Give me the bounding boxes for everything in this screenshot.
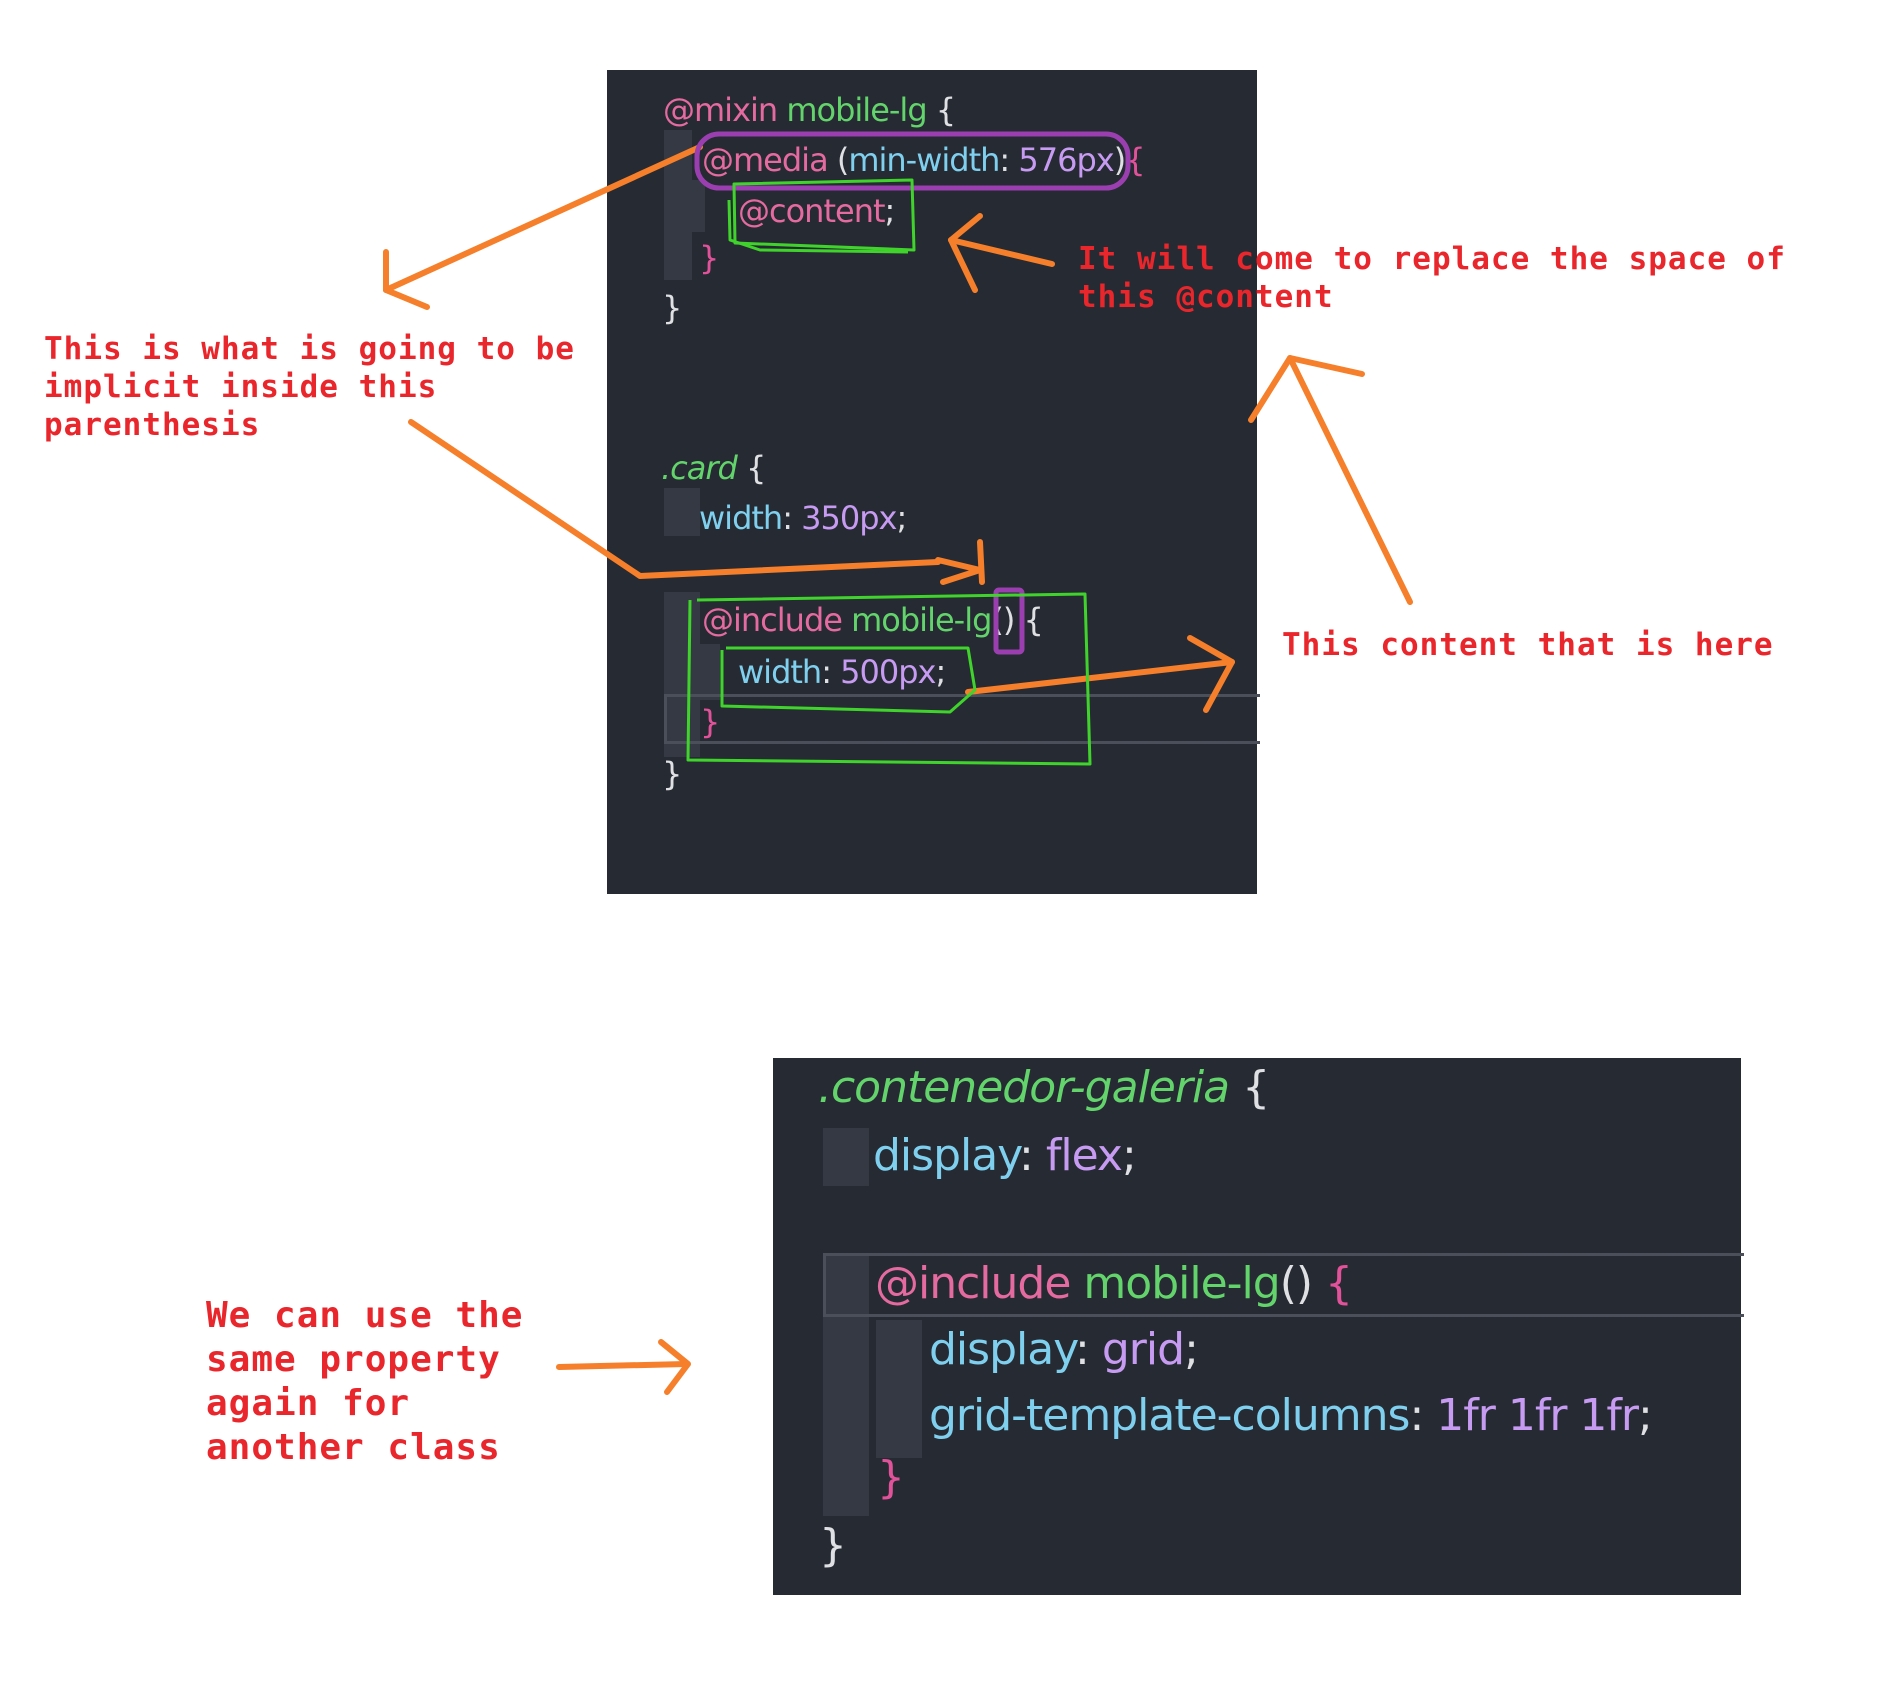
indent-guide bbox=[664, 488, 700, 536]
code-line-close-card: } bbox=[662, 755, 682, 793]
code-line-card: .card { bbox=[661, 449, 766, 487]
code-line-contenedor-galeria: .contenedor-galeria { bbox=[818, 1062, 1270, 1113]
note-reuse-property: We can use the same property again for a… bbox=[206, 1295, 524, 1468]
indent-guide bbox=[700, 644, 720, 700]
arrow-to-galeria bbox=[556, 1361, 689, 1370]
code-line-mixin: @mixin mobile-lg { bbox=[663, 91, 956, 129]
code-line-close-include: } bbox=[877, 1452, 905, 1503]
current-line-highlight bbox=[823, 1253, 1744, 1317]
current-line-highlight bbox=[664, 694, 1260, 744]
code-line-display-grid: display: grid; bbox=[929, 1324, 1199, 1375]
code-line-close-media: } bbox=[699, 239, 719, 277]
code-line-width-500: width: 500px; bbox=[738, 653, 946, 691]
note-implicit-parenthesis: This is what is going to be implicit ins… bbox=[44, 331, 575, 443]
code-line-media: @media (min-width: 576px){ bbox=[702, 141, 1146, 179]
code-line-close-include: } bbox=[700, 703, 720, 741]
code-screenshot-mixin: @mixin mobile-lg { @media (min-width: 57… bbox=[607, 70, 1260, 894]
code-line-display-flex: display: flex; bbox=[873, 1130, 1137, 1181]
arrow-head bbox=[383, 249, 430, 310]
indent-guide bbox=[823, 1128, 869, 1186]
arrow-head bbox=[1248, 355, 1365, 423]
code-line-content: @content; bbox=[738, 192, 895, 230]
code-line-include: @include mobile-lg() { bbox=[875, 1258, 1353, 1309]
note-replace-content: It will come to replace the space of thi… bbox=[1078, 241, 1786, 315]
code-line-width-350: width: 350px; bbox=[699, 499, 907, 537]
note-content-here: This content that is here bbox=[1282, 627, 1774, 663]
code-screenshot-galeria: .contenedor-galeria { display: flex; @in… bbox=[773, 1058, 1744, 1595]
code-line-include: @include mobile-lg() { bbox=[702, 601, 1044, 639]
indent-guide bbox=[876, 1320, 922, 1458]
code-line-grid-template-columns: grid-template-columns: 1fr 1fr 1fr; bbox=[929, 1390, 1653, 1441]
indent-guide bbox=[679, 180, 705, 232]
code-line-close-mixin: } bbox=[662, 289, 682, 327]
code-line-close-galeria: } bbox=[819, 1520, 847, 1571]
arrow-head bbox=[658, 1339, 691, 1395]
arrow-from-content-note bbox=[1287, 355, 1413, 605]
indent-guide bbox=[823, 1256, 869, 1516]
